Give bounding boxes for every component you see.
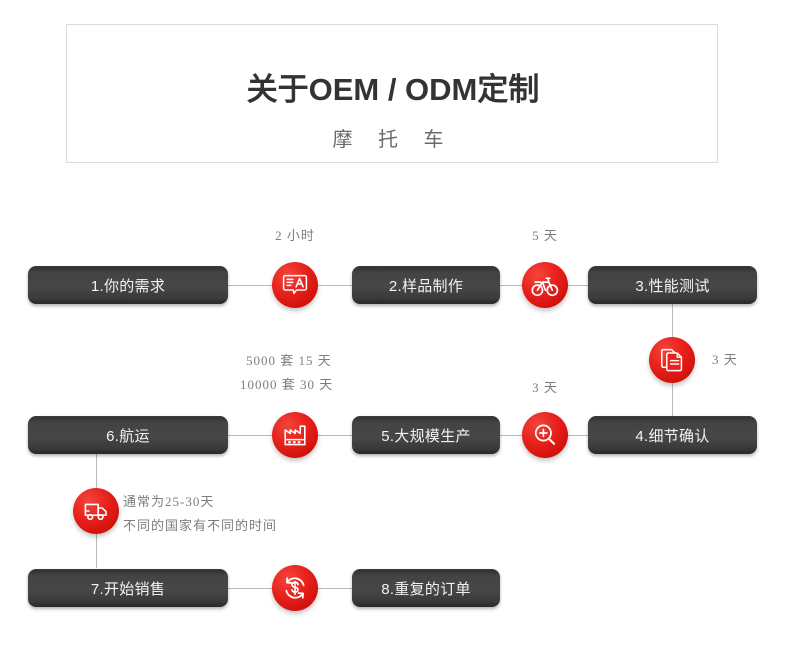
magnifier-plus-icon bbox=[522, 412, 568, 458]
process-box-step5[interactable]: 5.大规模生产 bbox=[352, 416, 500, 454]
bicycle-icon bbox=[522, 262, 568, 308]
process-box-step4-label: 4.细节确认 bbox=[635, 427, 710, 445]
connector-line-8-mid bbox=[317, 588, 353, 589]
process-box-step3[interactable]: 3.性能测试 bbox=[588, 266, 757, 304]
process-box-step1-label: 1.你的需求 bbox=[90, 277, 166, 295]
process-box-step2[interactable]: 2.样品制作 bbox=[352, 266, 500, 304]
connector-line-3-4 bbox=[500, 285, 523, 286]
process-box-step8-label: 8.重复的订单 bbox=[381, 580, 471, 598]
process-box-step1[interactable]: 1.你的需求 bbox=[28, 266, 228, 304]
connector-line-4-5 bbox=[567, 285, 589, 286]
process-box-step2-label: 2.样品制作 bbox=[388, 277, 464, 295]
truck-icon bbox=[73, 488, 119, 534]
page-title: 关于OEM / ODM定制 bbox=[246, 72, 540, 107]
connector-line-2-3 bbox=[317, 285, 353, 286]
process-box-step7-label: 7.开始销售 bbox=[90, 580, 166, 598]
page-subtitle: 摩 托 车 bbox=[332, 129, 454, 151]
process-box-step3-label: 3.性能测试 bbox=[635, 277, 710, 295]
note-production-line2: 10000 套 30 天 bbox=[240, 377, 334, 392]
connector-line-7-8 bbox=[228, 588, 275, 589]
connector-line-1-2 bbox=[228, 285, 275, 286]
header-banner: 关于OEM / ODM定制 摩 托 车 bbox=[66, 24, 718, 163]
dollar-refresh-icon bbox=[272, 565, 318, 611]
factory-icon bbox=[272, 412, 318, 458]
translate-icon bbox=[272, 262, 318, 308]
process-box-step6[interactable]: 6.航运 bbox=[28, 416, 228, 454]
note-step5-to-step4: 3 天 bbox=[532, 380, 558, 395]
note-step2-to-step3: 5 天 bbox=[532, 228, 558, 243]
process-box-step5-label: 5.大规模生产 bbox=[381, 427, 471, 445]
note-shipping-line1: 通常为25-30天 bbox=[123, 494, 215, 509]
connector-line-5-4 bbox=[500, 435, 523, 436]
process-box-step6-label: 6.航运 bbox=[106, 427, 150, 445]
process-box-step4[interactable]: 4.细节确认 bbox=[588, 416, 757, 454]
process-box-step7[interactable]: 7.开始销售 bbox=[28, 569, 228, 607]
note-step1-to-step2: 2 小时 bbox=[275, 228, 315, 243]
document-icon bbox=[649, 337, 695, 383]
connector-line-4-mid bbox=[567, 435, 589, 436]
connector-line-5-mid bbox=[317, 435, 353, 436]
note-step3-to-step4: 3 天 bbox=[712, 352, 738, 367]
process-box-step8[interactable]: 8.重复的订单 bbox=[352, 569, 500, 607]
note-shipping-line2: 不同的国家有不同的时间 bbox=[123, 518, 278, 533]
connector-line-6-5 bbox=[228, 435, 275, 436]
note-production-line1: 5000 套 15 天 bbox=[246, 353, 332, 368]
